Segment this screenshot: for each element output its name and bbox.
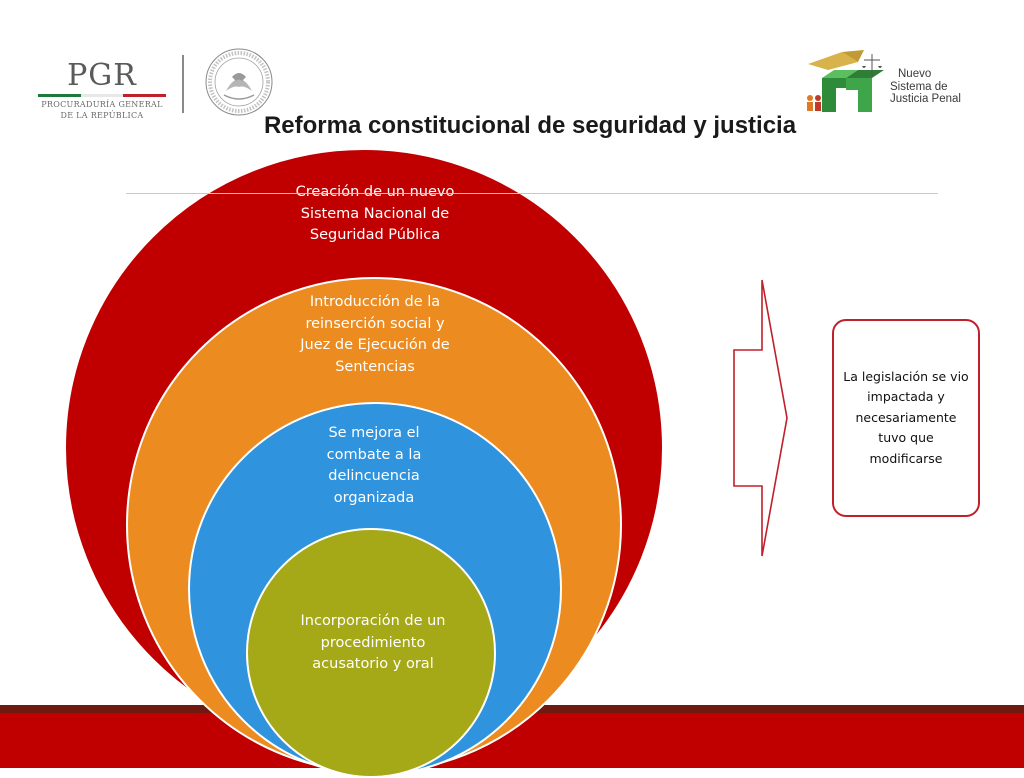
mexican-seal-icon [205,48,273,116]
pgr-flag-bar [38,94,167,97]
nsjp-line3: Justicia Penal [890,93,961,105]
pgr-acronym: PGR [67,58,137,93]
ring-second-label: Introducción de la reinserción social y … [300,294,450,375]
pgr-logo: PGR PROCURADURÍA GENERAL DE LA REPÚBLICA [32,58,172,128]
page-title: Reforma constitucional de seguridad y ju… [263,112,797,139]
ring-outer-label: Creación de un nuevo Sistema Nacional de… [295,184,455,243]
nsjp-text: Nuevo Sistema de Justicia Penal [890,68,982,106]
right-arrow-icon [733,279,788,557]
nsjp-logo: Nuevo Sistema de Justicia Penal [802,48,982,118]
logo-divider [182,55,184,113]
ring-inner-label: Incorporación de un procedimiento acusat… [300,613,446,672]
nsjp-line1: Nuevo [898,68,932,80]
nsjp-line2: Sistema de [890,80,948,93]
ring-third-label: Se mejora el combate a la delincuencia o… [326,425,422,506]
nsjp-emblem-icon [807,50,884,112]
pgr-subtitle-line1: PROCURADURÍA GENERAL [41,100,163,109]
pgr-subtitle-line2: DE LA REPÚBLICA [60,111,144,120]
title-divider [126,193,938,194]
callout-box: La legislación se vio impactada y necesa… [832,319,980,517]
callout-text: La legislación se vio impactada y necesa… [843,368,969,466]
